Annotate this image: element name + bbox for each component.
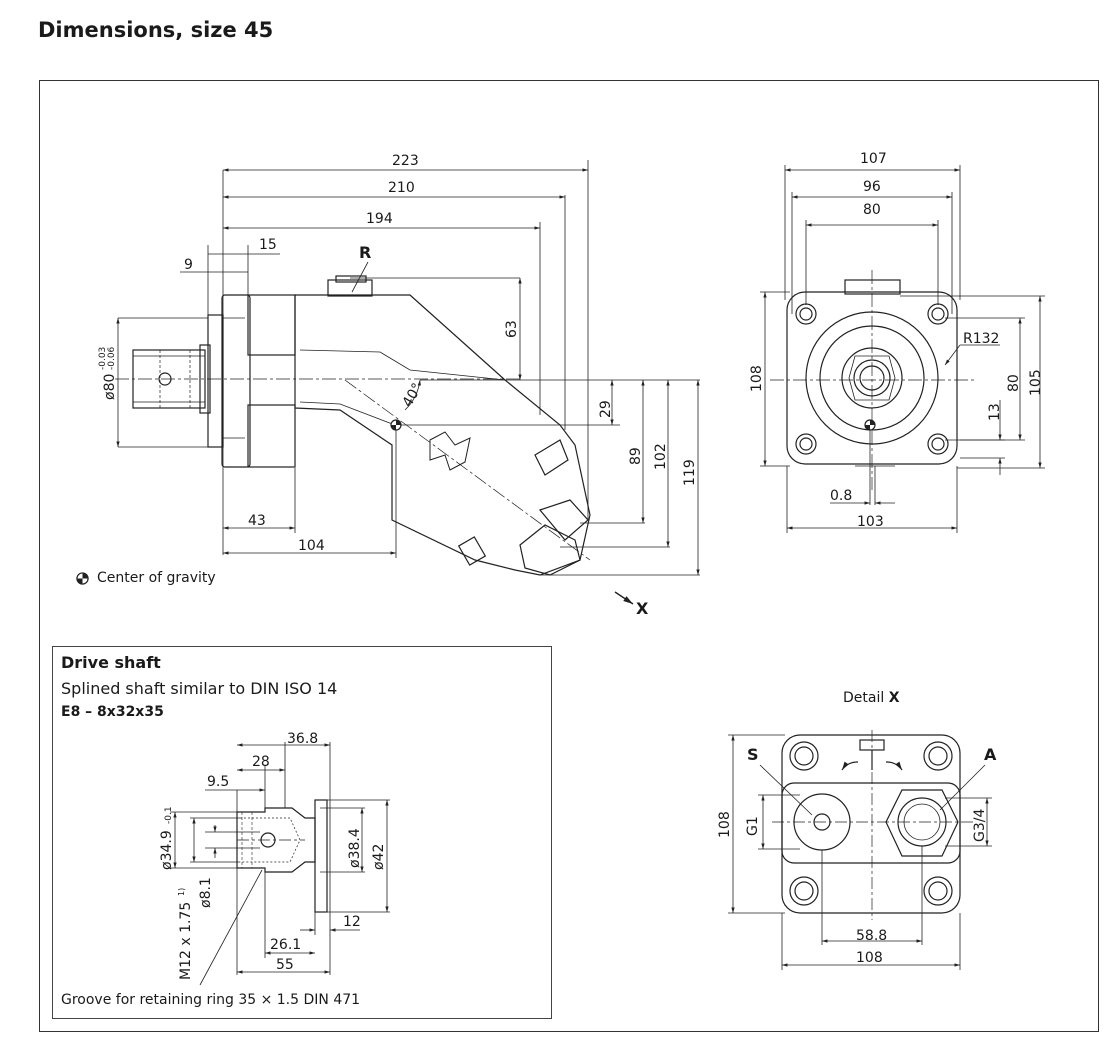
drive-shaft-subtitle: Splined shaft similar to DIN ISO 14: [61, 679, 338, 698]
dim-96: 96: [863, 179, 881, 195]
dim-0-8: 0.8: [830, 488, 852, 504]
drive-shaft-box: Drive shaft Splined shaft similar to DIN…: [52, 646, 552, 1019]
side-view-dimensions: [116, 160, 700, 605]
svg-text:1): 1): [177, 888, 186, 896]
dim-9: 9: [184, 257, 193, 273]
dim-55: 55: [276, 957, 294, 973]
end-view-dimensions: [760, 165, 1045, 533]
dim-8-1: ø8.1: [198, 877, 214, 908]
svg-text:ø80: ø80: [102, 374, 118, 400]
drive-shaft-labels: 36.8 28 9.5 ø34.9 -0.1 ø8.1 M12 x 1.75 1…: [159, 731, 387, 980]
dim-108-detail-horizontal: 108: [856, 950, 883, 966]
dim-38-4: ø38.4: [347, 828, 363, 868]
page-title: Dimensions, size 45: [38, 18, 274, 42]
port-r-label: R: [359, 243, 371, 262]
dim-89: 89: [628, 447, 644, 465]
port-a-label: A: [984, 745, 997, 764]
dim-g3-4: G3/4: [972, 809, 988, 842]
cog-marker-side: [390, 419, 402, 431]
dim-194: 194: [366, 211, 393, 227]
dim-m12-thread: M12 x 1.75 1): [177, 888, 194, 980]
dim-36-8: 36.8: [287, 731, 318, 747]
center-of-gravity-icon: [76, 571, 89, 585]
port-s-label: S: [747, 745, 759, 764]
dim-108-detail-vertical: 108: [717, 811, 733, 838]
end-view: [770, 270, 975, 490]
dim-80-vertical: 80: [1006, 374, 1022, 392]
dim-28: 28: [252, 754, 270, 770]
dim-58-8: 58.8: [856, 928, 887, 944]
dim-223: 223: [392, 153, 419, 169]
detail-x-title: Detail X: [843, 690, 900, 706]
view-x-label: X: [636, 599, 649, 618]
dim-34-9: ø34.9 -0.1: [159, 806, 175, 870]
dim-r132: R132: [963, 331, 999, 347]
cog-marker-end: [864, 419, 876, 431]
dim-12: 12: [343, 914, 361, 930]
dim-105: 105: [1028, 369, 1044, 396]
dim-15: 15: [259, 237, 277, 253]
dim-angle: 40°: [400, 380, 426, 410]
dim-26-1: 26.1: [270, 937, 301, 953]
svg-text:-0.1: -0.1: [164, 806, 174, 824]
dim-210: 210: [388, 180, 415, 196]
dim-108-end: 108: [749, 365, 765, 392]
dim-102: 102: [653, 443, 669, 470]
dim-43: 43: [248, 513, 266, 529]
dim-42: ø42: [371, 844, 387, 870]
drive-shaft-dimensions: [170, 742, 390, 986]
legend: Center of gravity: [76, 570, 216, 586]
end-view-labels: 107 96 80 108 R132 80 105 13 0.8 103: [749, 151, 1044, 530]
drive-shaft-title: Drive shaft: [61, 653, 161, 672]
legend-label: Center of gravity: [97, 570, 216, 586]
detail-x-title-prefix: Detail: [843, 690, 885, 706]
drawing-frame: [39, 80, 1099, 1032]
dim-shaft-diameter: ø80 -0.03 -0.06: [98, 346, 118, 400]
dim-107: 107: [860, 151, 887, 167]
dim-104: 104: [298, 538, 325, 554]
svg-text:M12 x 1.75: M12 x 1.75: [178, 902, 194, 980]
detail-x-drawing: [772, 730, 975, 920]
dim-119: 119: [682, 459, 698, 486]
side-view-labels: 223 210 194 15 9 R 63 29 89 102 119 43 1…: [98, 153, 698, 618]
detail-x-title-key: X: [888, 690, 900, 706]
drive-shaft-spec: E8 – 8x32x35: [61, 704, 164, 720]
dim-103: 103: [857, 514, 884, 530]
dim-g1: G1: [745, 816, 761, 836]
detail-x-dimensions: [728, 734, 992, 970]
dim-80: 80: [863, 202, 881, 218]
dim-13: 13: [987, 403, 1003, 421]
dim-63: 63: [504, 320, 520, 338]
drive-shaft-note: Groove for retaining ring 35 × 1.5 DIN 4…: [61, 992, 361, 1008]
dim-9-5: 9.5: [207, 774, 229, 790]
svg-text:ø34.9: ø34.9: [159, 830, 175, 870]
detail-x-labels: S A 108 G1 G3/4 58.8 108: [717, 745, 997, 966]
svg-text:-0.03: -0.03: [98, 347, 108, 370]
dim-29: 29: [598, 400, 614, 418]
svg-text:-0.06: -0.06: [107, 346, 117, 370]
